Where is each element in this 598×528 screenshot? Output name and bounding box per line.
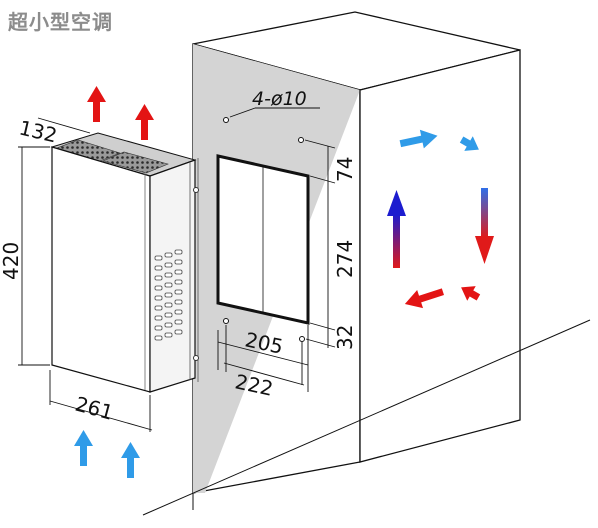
ac-side [149, 159, 196, 393]
hole-top-left [223, 117, 229, 123]
circulation-arrows [387, 129, 494, 309]
hole-top-right [298, 137, 304, 143]
ac-side-vents [154, 249, 183, 341]
cabinet-side [359, 49, 521, 463]
ac-unit [50, 132, 199, 393]
cold-arrow-up-2 [121, 442, 140, 478]
ac-dimensions [18, 117, 153, 432]
hot-arrow-up-2 [135, 104, 154, 140]
label-holes: 4-ø10 [252, 88, 307, 110]
label-cut-bottom: 32 [333, 325, 357, 350]
label-cut-top: 74 [333, 157, 357, 182]
cutout-dimensions [217, 107, 336, 392]
circ-arrow-bottom-left [404, 288, 444, 309]
circ-arrow-top-right [399, 129, 438, 149]
cold-intake-arrows [74, 430, 140, 478]
circ-arrow-down [475, 188, 494, 264]
hole-bottom-left [223, 318, 229, 324]
circ-arrow-top-corner [459, 136, 479, 151]
hot-arrow-up-1 [87, 86, 106, 122]
ac-top-grille-2 [102, 151, 169, 174]
wall-cutout [216, 117, 310, 342]
hot-exhaust-arrows [87, 86, 154, 140]
label-height: 420 [0, 242, 23, 280]
ac-screw-top [193, 187, 199, 193]
floor-line [142, 319, 591, 516]
circ-arrow-up [387, 190, 406, 268]
circ-arrow-bottom-corner [461, 286, 481, 301]
label-width: 261 [73, 392, 116, 425]
cold-arrow-up-1 [74, 430, 93, 466]
hole-bottom-right [299, 336, 305, 342]
product-title: 超小型空调 [8, 10, 113, 34]
label-depth: 132 [17, 115, 60, 147]
label-cut-height: 274 [333, 240, 357, 278]
ac-screw-bottom [193, 355, 199, 361]
ac-front [51, 146, 151, 393]
cabinet [142, 11, 591, 516]
